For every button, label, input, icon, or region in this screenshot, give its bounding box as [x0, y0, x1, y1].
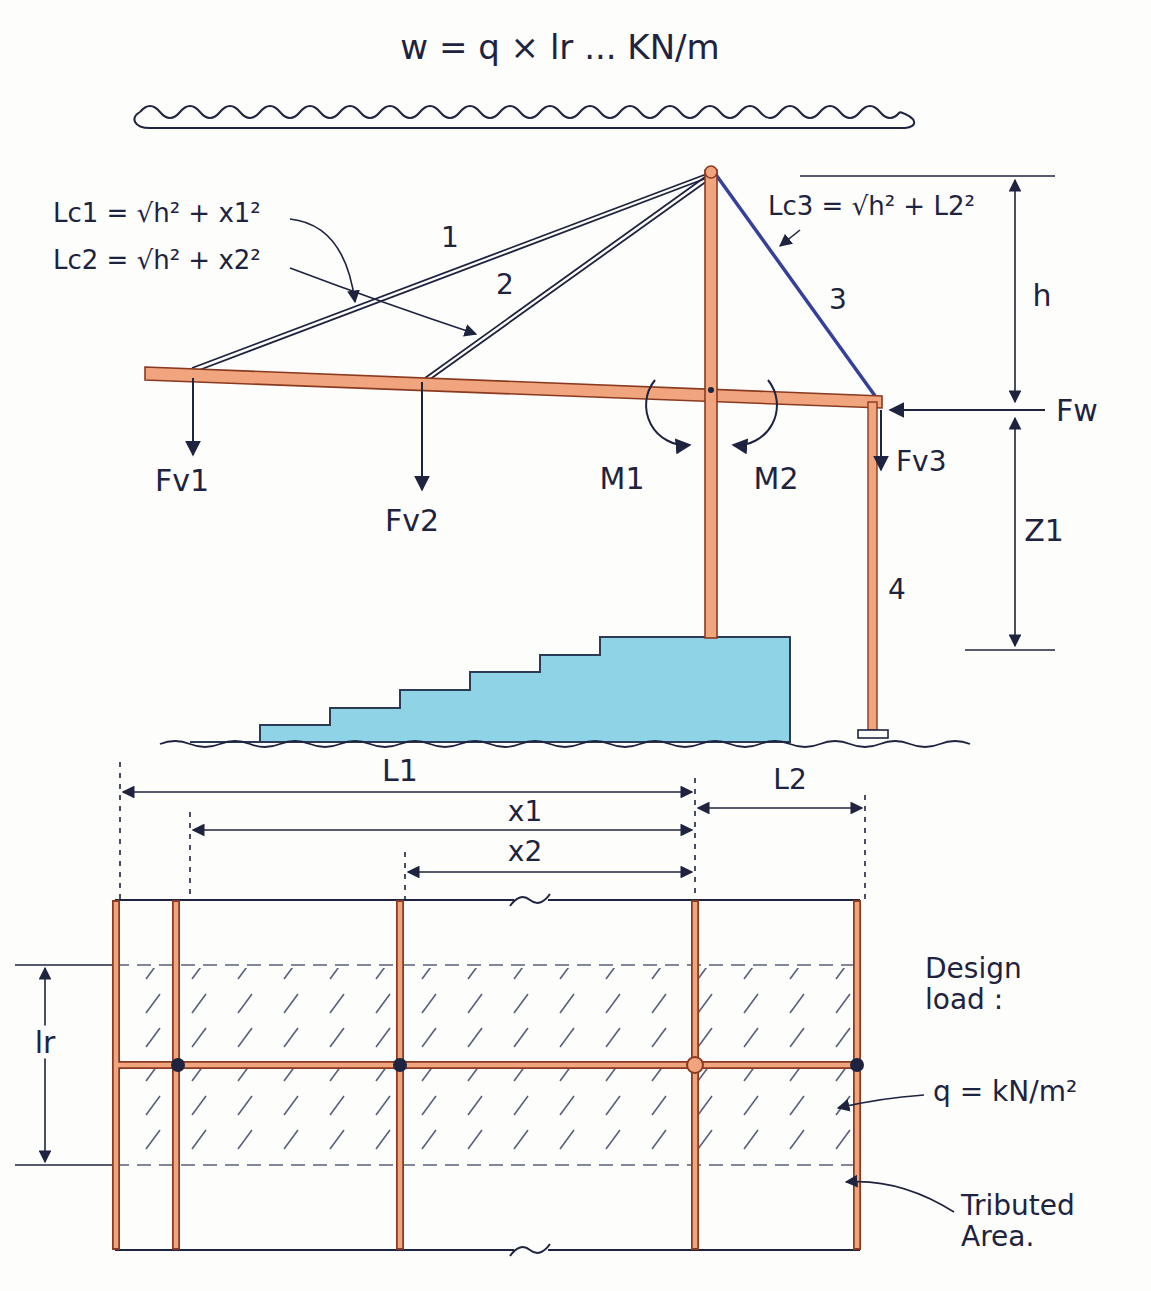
- mast-point: [687, 1057, 703, 1073]
- force-arrow: [421, 382, 423, 490]
- wind-arrow: [890, 409, 1045, 411]
- moment-label: M2: [751, 462, 802, 495]
- tributary-boundary: [115, 1164, 860, 1166]
- plan-beam: [691, 900, 699, 1250]
- cable-length: Lc1 = √h² + x1²: [50, 199, 264, 228]
- cable-2: [425, 172, 712, 378]
- ground-line: [160, 741, 970, 747]
- cable-anchor: [393, 1058, 407, 1072]
- plan-members-fill: [116, 902, 857, 1248]
- leader-lines: [290, 219, 800, 334]
- extension-line: [189, 812, 191, 900]
- plan-edge: [115, 1249, 860, 1251]
- tributary-boundary: [115, 964, 860, 966]
- plan-members: [116, 900, 857, 1250]
- dimension-line: [1014, 418, 1016, 646]
- dimension-tick: [15, 964, 112, 966]
- roof-load: [135, 106, 915, 128]
- force-arrow: [192, 378, 194, 455]
- dimension-line: [698, 807, 862, 809]
- base-plate: [858, 730, 888, 738]
- cable-length: Lc3 = √h² + L2²: [765, 192, 978, 221]
- plan-dimensions: [15, 762, 865, 1165]
- cable-anchor: [850, 1058, 864, 1072]
- member-number: 3: [826, 285, 850, 316]
- dimension-line: [408, 871, 692, 873]
- note: Design load :: [922, 954, 1078, 1016]
- leader-line: [846, 1182, 954, 1212]
- dimension-tick: [965, 649, 1055, 651]
- leader-line: [780, 230, 800, 246]
- force-arrow: [880, 410, 882, 470]
- extension-line: [404, 852, 406, 900]
- moment-arrow: [733, 380, 777, 445]
- note-leaders: [838, 1095, 954, 1212]
- break-mark: [510, 1244, 550, 1256]
- cable-anchor: [171, 1058, 185, 1072]
- plan-rafter: [116, 1063, 857, 1068]
- plan-beam: [853, 900, 861, 1250]
- plan-beam: [172, 900, 180, 1250]
- member-number: 2: [493, 270, 517, 301]
- plan-beam: [112, 900, 120, 1250]
- force-label: Fv1: [152, 464, 212, 497]
- plan-rafter: [116, 1061, 857, 1069]
- plan-beam: [693, 902, 698, 1248]
- cable-2: [429, 176, 714, 380]
- plan-edge: [115, 899, 860, 901]
- cable-1: [192, 172, 712, 368]
- mast: [705, 170, 717, 638]
- leader-line: [290, 219, 355, 302]
- leader-line: [290, 268, 476, 334]
- dimension-label: Z1: [1021, 514, 1067, 547]
- load-wave: [140, 106, 900, 118]
- moment-label: M1: [597, 462, 648, 495]
- mast-head: [705, 166, 717, 178]
- dimension-tick: [15, 1164, 112, 1166]
- plan-beam: [114, 902, 119, 1248]
- plan-beam: [398, 902, 403, 1248]
- break-mark: [510, 894, 550, 906]
- dimension-line: [123, 791, 692, 793]
- force-label: Fv2: [382, 504, 442, 537]
- extension-line: [694, 778, 696, 900]
- load-base: [135, 112, 915, 128]
- plan-beam: [174, 902, 179, 1248]
- force-label: Fw: [1053, 394, 1101, 427]
- dimension-line: [44, 968, 46, 1162]
- extension-line: [119, 762, 121, 900]
- member-number: 4: [885, 575, 909, 606]
- plan-beam: [855, 902, 860, 1248]
- note: Tributed Area.: [958, 1191, 1129, 1253]
- member-number: 1: [438, 223, 462, 254]
- dimension-line: [1014, 180, 1016, 402]
- grandstand-stairs: [190, 637, 790, 742]
- dimension-label: L2: [770, 765, 809, 796]
- cable-1: [194, 176, 712, 372]
- load-formula: w = q × lr ... KN/m: [397, 29, 722, 66]
- cable-length: Lc2 = √h² + x2²: [50, 246, 264, 275]
- dimension-label: lr: [32, 1026, 59, 1059]
- plan-view: [115, 894, 864, 1256]
- dimension-label: h: [1029, 279, 1054, 312]
- height-dimensions: [800, 176, 1055, 650]
- back-column: [868, 402, 877, 730]
- extension-line: [864, 795, 866, 900]
- force-label: Fv3: [893, 447, 950, 478]
- dimension-label: x1: [505, 797, 545, 828]
- moment-arrow: [646, 380, 690, 445]
- dimension-line: [193, 829, 692, 831]
- note: q = kN/m²: [930, 1077, 1080, 1108]
- dimension-tick: [800, 175, 1055, 177]
- dimension-label: L1: [379, 754, 421, 787]
- joint-dot: [708, 387, 714, 393]
- dimension-label: x2: [505, 837, 545, 868]
- leader-line: [838, 1095, 924, 1108]
- plan-beam: [396, 900, 404, 1250]
- cantilever-beam: [145, 367, 882, 408]
